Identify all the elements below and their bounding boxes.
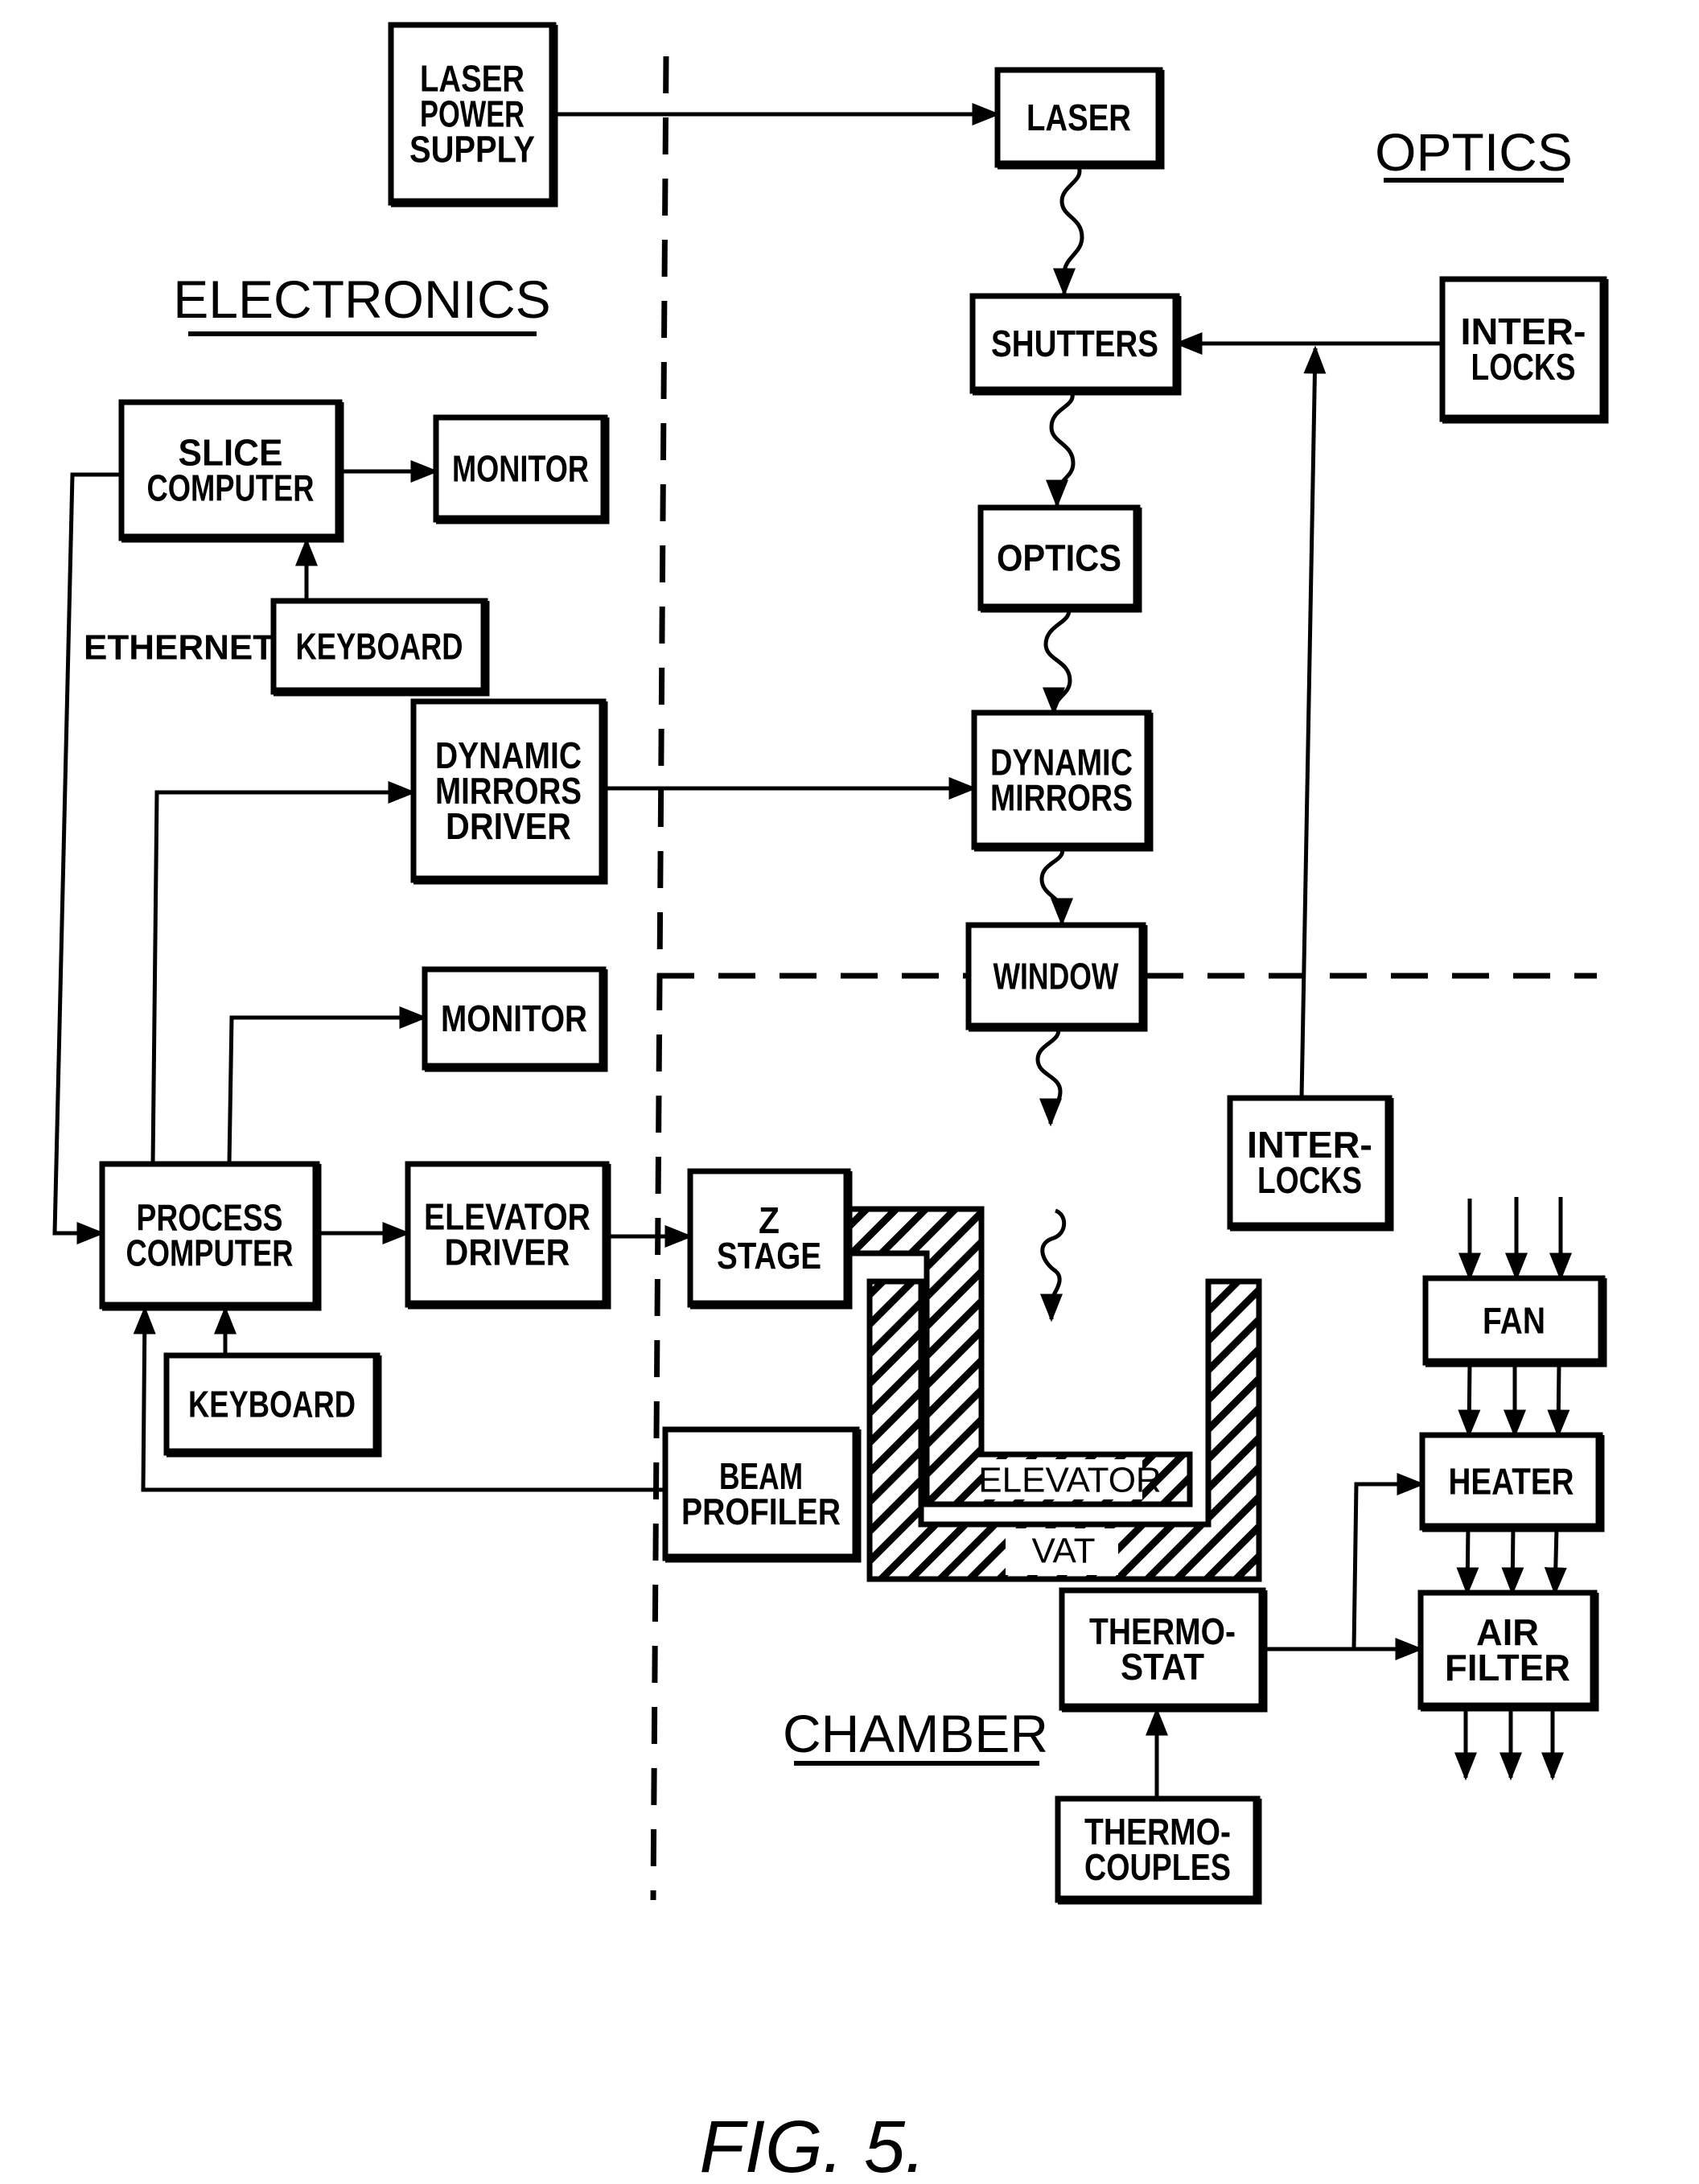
airflow-fan-heater-3 (1558, 1363, 1559, 1435)
block-thermostat: THERMO-STAT (1062, 1590, 1263, 1708)
block-interlocks-optics: INTER-LOCKS (1442, 279, 1604, 419)
block-label-line: KEYBOARD (296, 626, 463, 668)
figure-caption: FIG. 5. (699, 2106, 925, 2184)
beam-laser-to-shutters (1062, 165, 1082, 294)
block-beam-profiler: BEAMPROFILER (665, 1429, 857, 1558)
block-optics: OPTICS (981, 508, 1137, 608)
airflow-fan-heater-1 (1469, 1363, 1470, 1435)
block-laser-power-supply: LASERPOWERSUPPLY (391, 25, 553, 203)
block-process-computer: PROCESSCOMPUTER (102, 1164, 317, 1306)
block-dynamic-mirrors-driver: DYNAMICMIRRORSDRIVER (413, 701, 603, 880)
block-window: WINDOW (969, 925, 1143, 1027)
airflow-heater-filter-2 (1512, 1528, 1513, 1593)
block-label-line: OPTICS (997, 537, 1121, 579)
block-shutters: SHUTTERS (973, 296, 1177, 391)
vat-label: VAT (1031, 1532, 1095, 1571)
block-dynamic-mirrors: DYNAMICMIRRORS (974, 713, 1149, 847)
beam-into-vat (1043, 1211, 1064, 1319)
block-label-line: SHUTTERS (991, 323, 1158, 364)
block-label-line: SUPPLY (409, 129, 535, 171)
block-label-line: LOCKS (1257, 1159, 1362, 1201)
block-monitor-process: MONITOR (425, 969, 603, 1067)
block-label-line: STAGE (717, 1235, 821, 1277)
block-laser: LASER (998, 70, 1160, 165)
block-keyboard-slice: KEYBOARD (274, 601, 485, 692)
section-title-chamber: CHAMBER (783, 1704, 1048, 1763)
block-label-line: LOCKS (1471, 346, 1576, 388)
section-title-electronics: ELECTRONICS (173, 269, 550, 329)
block-label-line: MONITOR (452, 448, 589, 490)
block-elevator-driver: ELEVATORDRIVER (408, 1164, 607, 1305)
beam-optics-to-mirrors (1046, 608, 1070, 713)
block-label-line: DRIVER (446, 805, 571, 847)
block-label-line: LASER (1026, 97, 1131, 138)
block-label-line: COMPUTER (147, 467, 315, 509)
block-label-line: HEATER (1449, 1461, 1574, 1503)
airflow-heater-filter-1 (1467, 1528, 1468, 1593)
block-label-line: STAT (1121, 1646, 1204, 1688)
block-thermocouples: THERMO-COUPLES (1058, 1799, 1257, 1900)
block-label-line: COUPLES (1084, 1846, 1231, 1888)
block-label-line: KEYBOARD (188, 1384, 356, 1425)
beam-shutters-to-optics (1051, 391, 1073, 505)
connector-ethernet (55, 475, 121, 1233)
block-monitor-slice: MONITOR (436, 417, 605, 520)
block-keyboard-process: KEYBOARD (167, 1355, 377, 1453)
elevator-label: ELEVATOR (978, 1461, 1161, 1500)
block-air-filter: AIRFILTER (1421, 1593, 1594, 1707)
block-label-line: MONITOR (441, 997, 587, 1039)
block-label-line: FAN (1483, 1300, 1545, 1342)
block-fan: FAN (1425, 1278, 1602, 1363)
block-label-line: MIRRORS (990, 777, 1133, 819)
block-label-line: FILTER (1445, 1647, 1570, 1688)
block-slice-computer: SLICECOMPUTER (121, 402, 339, 538)
block-label-line: WINDOW (993, 956, 1119, 997)
block-z-stage: ZSTAGE (690, 1171, 848, 1305)
block-label-line: COMPUTER (126, 1232, 294, 1274)
connector-chamber-interlocks-up (1302, 348, 1315, 1098)
ethernet-label: ETHERNET (84, 628, 274, 668)
connector-process-to-mirrors-driver (153, 792, 413, 1164)
connector-process-to-monitor (229, 1018, 425, 1164)
block-label-line: DRIVER (445, 1232, 570, 1273)
airflow-heater-filter-3 (1555, 1528, 1557, 1593)
section-title-optics: OPTICS (1375, 122, 1573, 182)
beam-mirrors-to-window (1042, 847, 1063, 923)
block-interlocks-chamber: INTER-LOCKS (1230, 1098, 1389, 1227)
block-label-line: PROFILER (681, 1491, 841, 1532)
connector-thermostat-to-heater (1354, 1484, 1422, 1649)
beam-window-out (1038, 1027, 1060, 1124)
block-heater: HEATER (1422, 1435, 1600, 1528)
